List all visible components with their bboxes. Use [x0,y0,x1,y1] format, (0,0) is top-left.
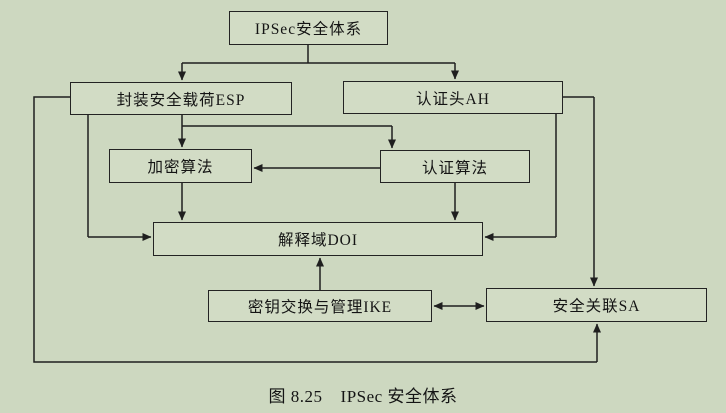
node-encryption-algorithm: 加密算法 [109,149,252,183]
node-ike: 密钥交换与管理IKE [208,290,432,322]
node-ipsec-system: IPSec安全体系 [229,11,388,45]
node-ah: 认证头AH [343,81,563,114]
node-doi: 解释域DOI [153,222,483,256]
edge-esp-sa-loop [33,96,597,363]
figure-number: 图 8.25 [268,387,323,406]
node-esp: 封装安全载荷ESP [70,82,292,115]
node-authentication-algorithm: 认证算法 [380,150,530,183]
node-sa: 安全关联SA [486,288,707,322]
figure-caption: 图 8.25 IPSec 安全体系 [0,382,726,407]
figure-title: IPSec 安全体系 [340,387,458,406]
